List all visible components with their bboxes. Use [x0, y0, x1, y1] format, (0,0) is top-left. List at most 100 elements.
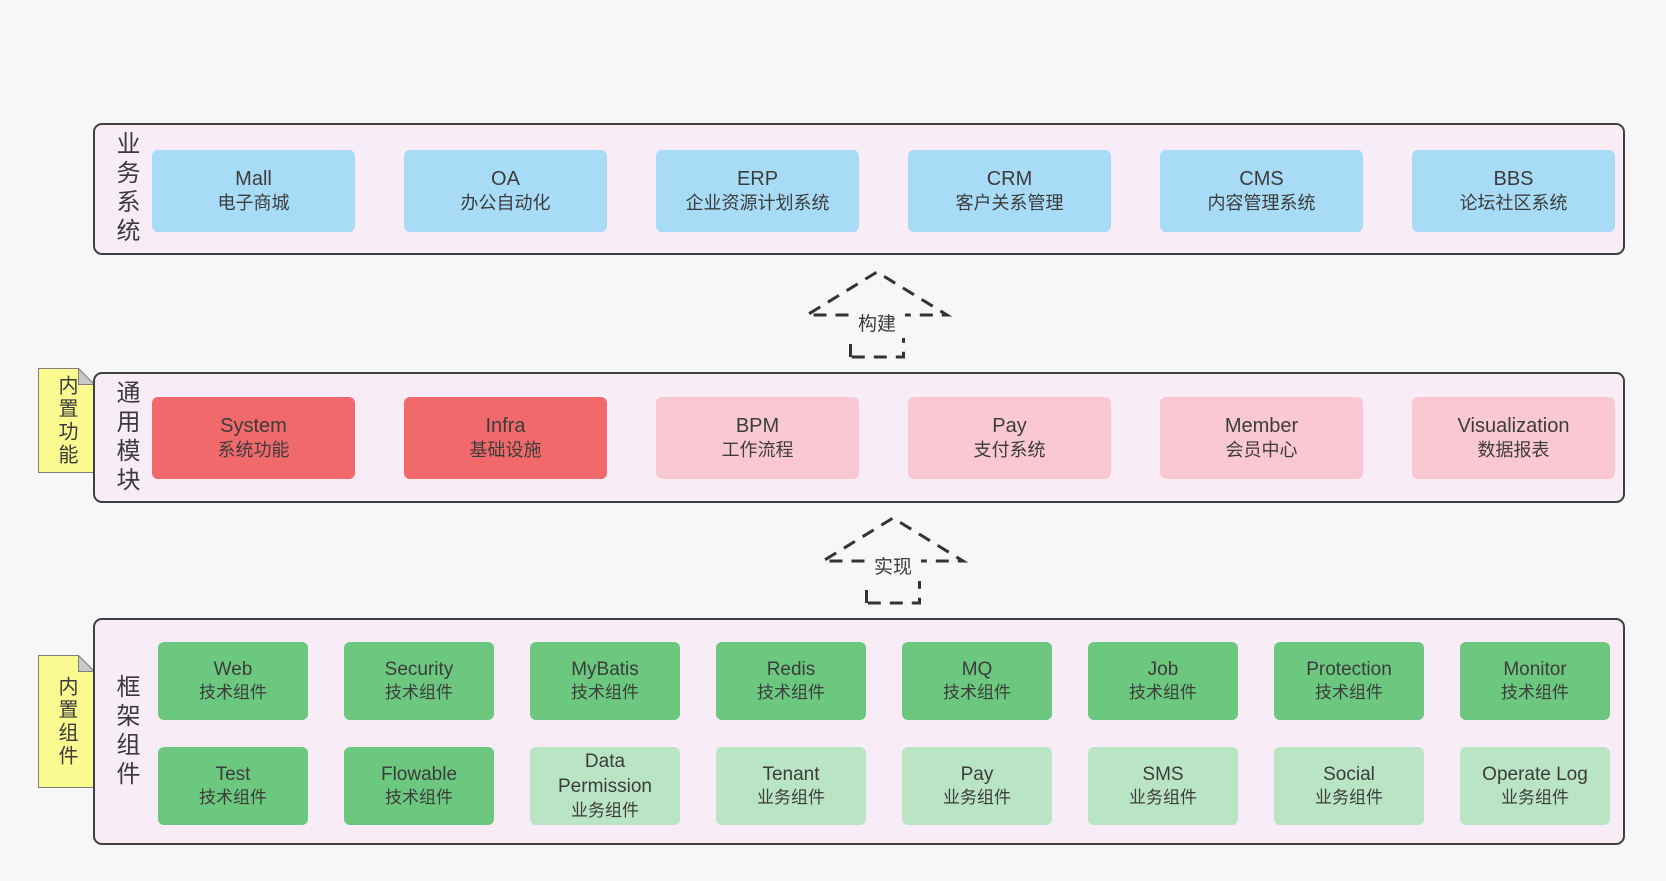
box-subtitle: 论坛社区系统	[1459, 193, 1568, 214]
box-title: Pay	[960, 763, 994, 785]
box-mybatis: MyBatis 技术组件	[530, 642, 680, 720]
box-title: MQ	[961, 658, 993, 680]
box-subtitle: 办公自动化	[460, 193, 551, 214]
box-mall: Mall 电子商城	[152, 150, 355, 232]
box-title: Protection	[1306, 658, 1392, 680]
box-protection: Protection 技术组件	[1274, 642, 1424, 720]
box-subtitle: 工作流程	[721, 440, 794, 461]
box-system: System 系统功能	[152, 397, 355, 479]
layer-business-systems: 业务系统 Mall 电子商城 OA 办公自动化 ERP 企业资源计划系统 CRM…	[93, 123, 1625, 255]
box-subtitle: 业务组件	[943, 788, 1011, 808]
box-crm: CRM 客户关系管理	[908, 150, 1111, 232]
box-monitor: Monitor 技术组件	[1460, 642, 1610, 720]
box-bbs: BBS 论坛社区系统	[1412, 150, 1615, 232]
box-title: OA	[491, 168, 520, 191]
box-title: CRM	[986, 168, 1033, 191]
box-subtitle: 系统功能	[217, 440, 290, 461]
box-oa: OA 办公自动化	[404, 150, 607, 232]
layer-label-common-modules: 通用模块	[112, 379, 139, 496]
build-arrow-label: 构建	[849, 312, 905, 338]
box-mq: MQ 技术组件	[902, 642, 1052, 720]
box-subtitle: 客户关系管理	[955, 193, 1064, 214]
module-boxes-row: System 系统功能 Infra 基础设施 BPM 工作流程 Pay 支付系统…	[152, 397, 1615, 479]
box-title: CMS	[1239, 168, 1284, 191]
box-infra: Infra 基础设施	[404, 397, 607, 479]
box-operate-log: Operate Log 业务组件	[1460, 747, 1610, 825]
box-title: System	[220, 415, 287, 438]
box-member: Member 会员中心	[1160, 397, 1363, 479]
box-subtitle: 电子商城	[217, 193, 290, 214]
box-subtitle: 技术组件	[385, 683, 453, 703]
box-subtitle: 技术组件	[571, 683, 639, 703]
layer-label-business-systems: 业务系统	[112, 131, 139, 247]
box-title: Tenant	[762, 763, 820, 785]
implement-arrow	[817, 516, 969, 605]
box-subtitle: 业务组件	[1501, 788, 1569, 808]
box-flowable: Flowable 技术组件	[344, 747, 494, 825]
sticky-note-built-in-components: 内置组件	[38, 655, 95, 788]
box-title: Job	[1147, 658, 1179, 680]
box-pay-module: Pay 支付系统	[908, 397, 1111, 479]
sticky-note-built-in-features: 内置功能	[38, 368, 95, 473]
box-title: Social	[1323, 763, 1375, 785]
folded-corner	[78, 655, 95, 672]
box-tenant: Tenant 业务组件	[716, 747, 866, 825]
box-bpm: BPM 工作流程	[656, 397, 859, 479]
box-subtitle: 业务组件	[1129, 788, 1197, 808]
box-title: Visualization	[1457, 415, 1570, 438]
note-text: 内置组件	[55, 675, 77, 768]
component-boxes-row-1: Web 技术组件 Security 技术组件 MyBatis 技术组件 Redi…	[158, 642, 1610, 720]
box-sms: SMS 业务组件	[1088, 747, 1238, 825]
box-subtitle: 内容管理系统	[1207, 193, 1316, 214]
box-title: Flowable	[380, 763, 458, 785]
box-subtitle: 技术组件	[1501, 683, 1569, 703]
box-title: MyBatis	[571, 658, 639, 680]
box-title: Redis	[766, 658, 816, 680]
box-subtitle: 技术组件	[757, 683, 825, 703]
layer-common-modules: 通用模块 System 系统功能 Infra 基础设施 BPM 工作流程 Pay…	[93, 372, 1625, 503]
box-subtitle: 技术组件	[943, 683, 1011, 703]
note-text: 内置功能	[55, 374, 77, 467]
box-title: BPM	[735, 415, 780, 438]
box-subtitle: 业务组件	[571, 800, 639, 820]
box-title: Infra	[485, 415, 526, 438]
box-title: Monitor	[1503, 658, 1567, 680]
box-subtitle: 数据报表	[1477, 440, 1550, 461]
box-title: Web	[213, 658, 253, 680]
box-title: Test	[215, 763, 251, 785]
component-boxes-row-2: Test 技术组件 Flowable 技术组件 Data Permission …	[158, 747, 1610, 825]
box-test: Test 技术组件	[158, 747, 308, 825]
box-data-permission: Data Permission 业务组件	[530, 747, 680, 825]
box-erp: ERP 企业资源计划系统	[656, 150, 859, 232]
box-cms: CMS 内容管理系统	[1160, 150, 1363, 232]
box-web: Web 技术组件	[158, 642, 308, 720]
box-subtitle: 技术组件	[1315, 683, 1383, 703]
box-subtitle: 业务组件	[1315, 788, 1383, 808]
layer-label-framework-components: 框架组件	[112, 673, 139, 790]
box-subtitle: 会员中心	[1225, 440, 1298, 461]
box-title: Member	[1224, 415, 1299, 438]
box-title: Security	[384, 658, 454, 680]
box-pay-component: Pay 业务组件	[902, 747, 1052, 825]
box-subtitle: 技术组件	[1129, 683, 1197, 703]
box-visualization: Visualization 数据报表	[1412, 397, 1615, 479]
box-subtitle: 技术组件	[199, 683, 267, 703]
box-title: Operate Log	[1482, 763, 1588, 785]
box-subtitle: 基础设施	[469, 440, 542, 461]
box-job: Job 技术组件	[1088, 642, 1238, 720]
box-security: Security 技术组件	[344, 642, 494, 720]
box-title: Mall	[235, 168, 272, 191]
sticky-note-shape	[38, 368, 95, 473]
layer-framework-components: 框架组件 Web 技术组件 Security 技术组件 MyBatis 技术组件…	[93, 618, 1625, 845]
box-title: Data Permission	[558, 751, 652, 797]
implement-arrow-label: 实现	[865, 555, 921, 581]
box-title: BBS	[1493, 168, 1534, 191]
box-title: SMS	[1142, 763, 1184, 785]
box-subtitle: 技术组件	[199, 788, 267, 808]
business-boxes-row: Mall 电子商城 OA 办公自动化 ERP 企业资源计划系统 CRM 客户关系…	[152, 150, 1615, 232]
box-title: Pay	[992, 415, 1027, 438]
box-subtitle: 企业资源计划系统	[685, 193, 830, 214]
box-social: Social 业务组件	[1274, 747, 1424, 825]
build-arrow	[801, 270, 953, 359]
